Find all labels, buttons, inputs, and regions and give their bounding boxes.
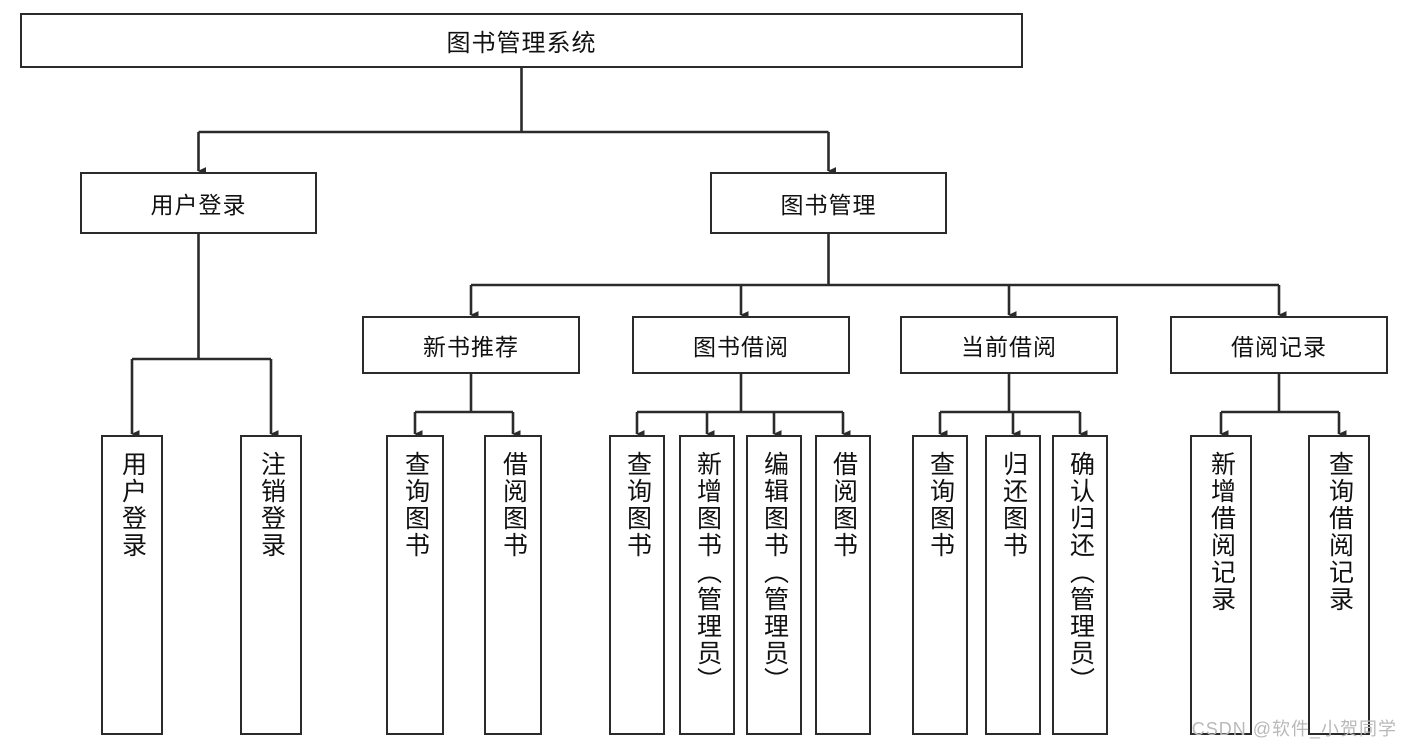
node-l4-4[interactable]: 借阅图书 (484, 435, 542, 735)
node-l4-6[interactable]: 新增图书（管理员） (679, 435, 735, 735)
node-l2-2[interactable]: 图书管理 (710, 172, 947, 234)
node-label: 图书借阅 (693, 334, 789, 360)
csdn-watermark: CSDN @软件_小贺同学 (1191, 719, 1397, 739)
node-l4-13[interactable]: 查询借阅记录 (1308, 435, 1370, 735)
node-l4-10[interactable]: 归还图书 (985, 435, 1041, 735)
node-label: 借阅图书 (829, 451, 858, 559)
node-label: 图书管理系统 (446, 30, 597, 57)
node-label: 归还图书 (999, 451, 1028, 559)
node-l4-1[interactable]: 用户登录 (101, 435, 163, 735)
node-label: 用户登录 (150, 192, 247, 218)
node-label: 查询借阅记录 (1325, 451, 1354, 613)
node-l4-9[interactable]: 查询图书 (912, 435, 968, 735)
node-label: 借阅图书 (499, 451, 528, 559)
node-label: 查询图书 (401, 451, 430, 559)
node-l4-12[interactable]: 新增借阅记录 (1190, 435, 1252, 735)
node-label: 图书管理 (780, 192, 877, 218)
node-label: 注销登录 (257, 451, 286, 559)
node-label: 借阅记录 (1231, 334, 1327, 360)
node-label: 当前借阅 (961, 334, 1057, 360)
node-label: 查询图书 (623, 451, 652, 559)
node-l3-3[interactable]: 当前借阅 (900, 316, 1118, 374)
node-label: 新增图书（管理员） (693, 451, 722, 694)
node-label: 新书推荐 (423, 334, 519, 360)
node-l4-3[interactable]: 查询图书 (386, 435, 444, 735)
node-l4-7[interactable]: 编辑图书（管理员） (746, 435, 802, 735)
node-l3-2[interactable]: 图书借阅 (632, 316, 850, 374)
node-l4-2[interactable]: 注销登录 (240, 435, 302, 735)
node-l4-5[interactable]: 查询图书 (609, 435, 665, 735)
node-label: 新增借阅记录 (1207, 451, 1236, 613)
node-root[interactable]: 图书管理系统 (20, 13, 1023, 68)
node-l4-8[interactable]: 借阅图书 (815, 435, 871, 735)
node-l4-11[interactable]: 确认归还（管理员） (1052, 435, 1108, 735)
node-label: 编辑图书（管理员） (760, 451, 789, 694)
node-label: 确认归还（管理员） (1066, 451, 1095, 694)
node-label: 查询图书 (926, 451, 955, 559)
node-l3-1[interactable]: 新书推荐 (362, 316, 580, 374)
node-label: 用户登录 (118, 451, 147, 559)
node-l2-1[interactable]: 用户登录 (80, 172, 317, 234)
node-l3-4[interactable]: 借阅记录 (1170, 316, 1388, 374)
